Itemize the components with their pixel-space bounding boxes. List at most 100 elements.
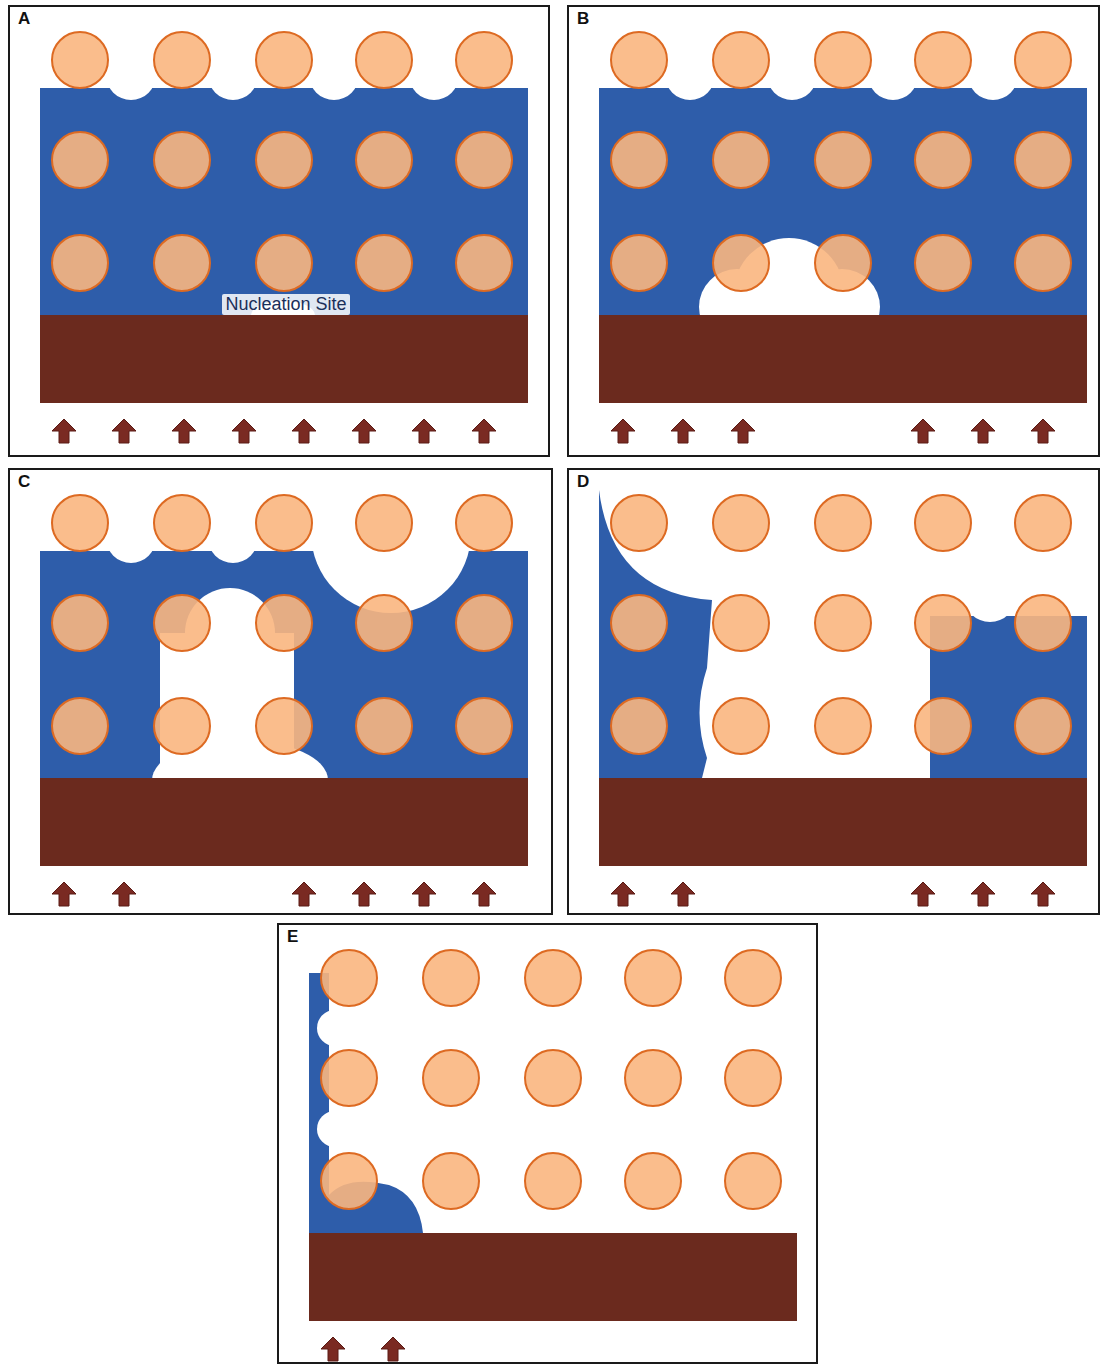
particle [456,595,512,651]
particle [154,235,210,291]
heat-flux-arrow [472,882,496,906]
panel-letter: E [279,925,298,947]
particle [713,595,769,651]
particle [423,950,479,1006]
particle [154,32,210,88]
particle [321,950,377,1006]
particle [915,32,971,88]
particle [1015,235,1071,291]
heat-flux-arrow [381,1337,405,1361]
particle [256,495,312,551]
particle [625,1153,681,1209]
particle [815,235,871,291]
heated-substrate [599,315,1087,403]
particle [915,235,971,291]
particle [356,32,412,88]
heat-flux-arrow [292,419,316,443]
particle [256,32,312,88]
particle [52,235,108,291]
particle [625,950,681,1006]
particle [321,1153,377,1209]
particle [154,495,210,551]
meniscus [309,50,359,100]
particle [625,1050,681,1106]
particle [815,495,871,551]
panel-letter: B [569,7,589,29]
particle [1015,698,1071,754]
heat-flux-arrow [52,882,76,906]
heat-flux-arrow [232,419,256,443]
particle [713,32,769,88]
particle [52,32,108,88]
site-label: Nucleation Site [222,294,349,315]
liquid-water [309,973,423,1233]
particle [915,698,971,754]
particle [256,595,312,651]
particle [1015,32,1071,88]
particle [423,1050,479,1106]
vapor-bubble [317,1111,353,1147]
heat-flux-arrow [611,419,635,443]
heat-flux-arrow [731,419,755,443]
meniscus [208,513,258,563]
particle [611,698,667,754]
particle [915,495,971,551]
heat-flux-arrow [321,1337,345,1361]
meniscus [106,513,156,563]
particle [154,698,210,754]
meniscus [106,50,156,100]
panel-frame: E [277,923,818,1364]
heated-substrate [599,778,1087,866]
particle [356,698,412,754]
particle [154,132,210,188]
particle [356,132,412,188]
panel-letter: C [10,470,30,492]
heat-flux-arrow [971,419,995,443]
particle [52,698,108,754]
heat-flux-arrow [412,882,436,906]
panel-illustration [40,32,528,443]
particle [611,132,667,188]
particle [815,132,871,188]
heat-flux-arrow [352,419,376,443]
particle [154,595,210,651]
particle [525,950,581,1006]
particle [456,132,512,188]
heat-flux-arrow [112,882,136,906]
panel-illustration [599,490,1087,906]
particle [815,698,871,754]
meniscus [665,50,715,100]
meniscus [767,50,817,100]
panel-frame: B [567,5,1100,457]
particle [52,495,108,551]
meniscus [409,50,459,100]
meniscus [968,50,1018,100]
panel-frame: A [8,5,550,457]
particle [525,1050,581,1106]
particle [725,1050,781,1106]
particle [713,132,769,188]
particle [256,698,312,754]
particle [356,595,412,651]
particle [456,495,512,551]
particle [725,1153,781,1209]
particle [52,595,108,651]
particle [713,235,769,291]
panel-letter: A [10,7,30,29]
heat-flux-arrow [1031,882,1055,906]
particle [456,235,512,291]
heat-flux-arrow [472,419,496,443]
meniscus [868,50,918,100]
particle [611,595,667,651]
particle [915,595,971,651]
particle [52,132,108,188]
vapor-bubble [311,453,471,613]
particle [815,595,871,651]
particle [815,32,871,88]
particle [525,1153,581,1209]
particle [713,495,769,551]
meniscus [208,50,258,100]
vapor-bubble [964,570,1016,622]
particle [423,1153,479,1209]
